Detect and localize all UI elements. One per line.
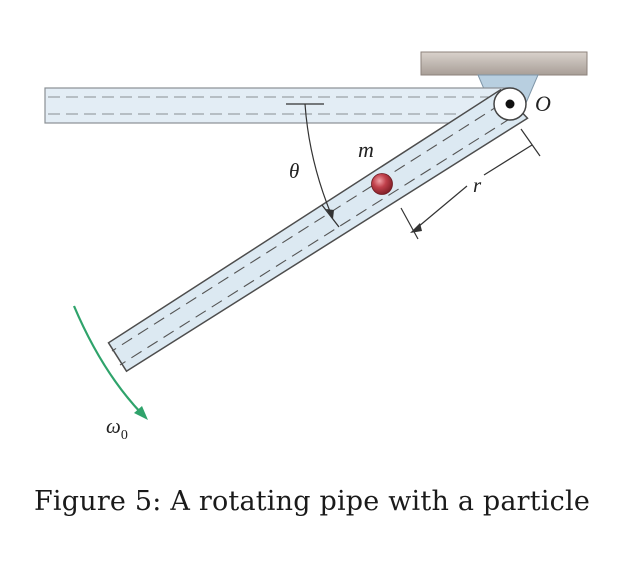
particle: [371, 173, 393, 195]
omega-arc: [72, 305, 143, 415]
ceiling: [420, 51, 588, 76]
omega-arrowhead: [134, 406, 148, 420]
mass-label: m: [358, 137, 374, 162]
angle-arrowhead: [326, 209, 334, 219]
figure-caption: Figure 5: A rotating pipe with a particl…: [33, 486, 591, 517]
omega-subscript: 0: [121, 428, 128, 443]
distance-label: r: [473, 173, 482, 197]
rotating-pipe: [107, 88, 529, 373]
angle-label: θ: [289, 159, 299, 183]
pivot-center-dot: [505, 99, 515, 109]
reference-pipe: [44, 87, 511, 124]
distance-dimension: [400, 128, 541, 240]
pivot-label: O: [535, 91, 551, 116]
pipe-diagram: O θ m r ω0: [44, 51, 588, 443]
angle-arc: [304, 103, 332, 215]
angle-tick-bottom: [321, 204, 340, 228]
omega-label: ω0: [106, 414, 128, 443]
